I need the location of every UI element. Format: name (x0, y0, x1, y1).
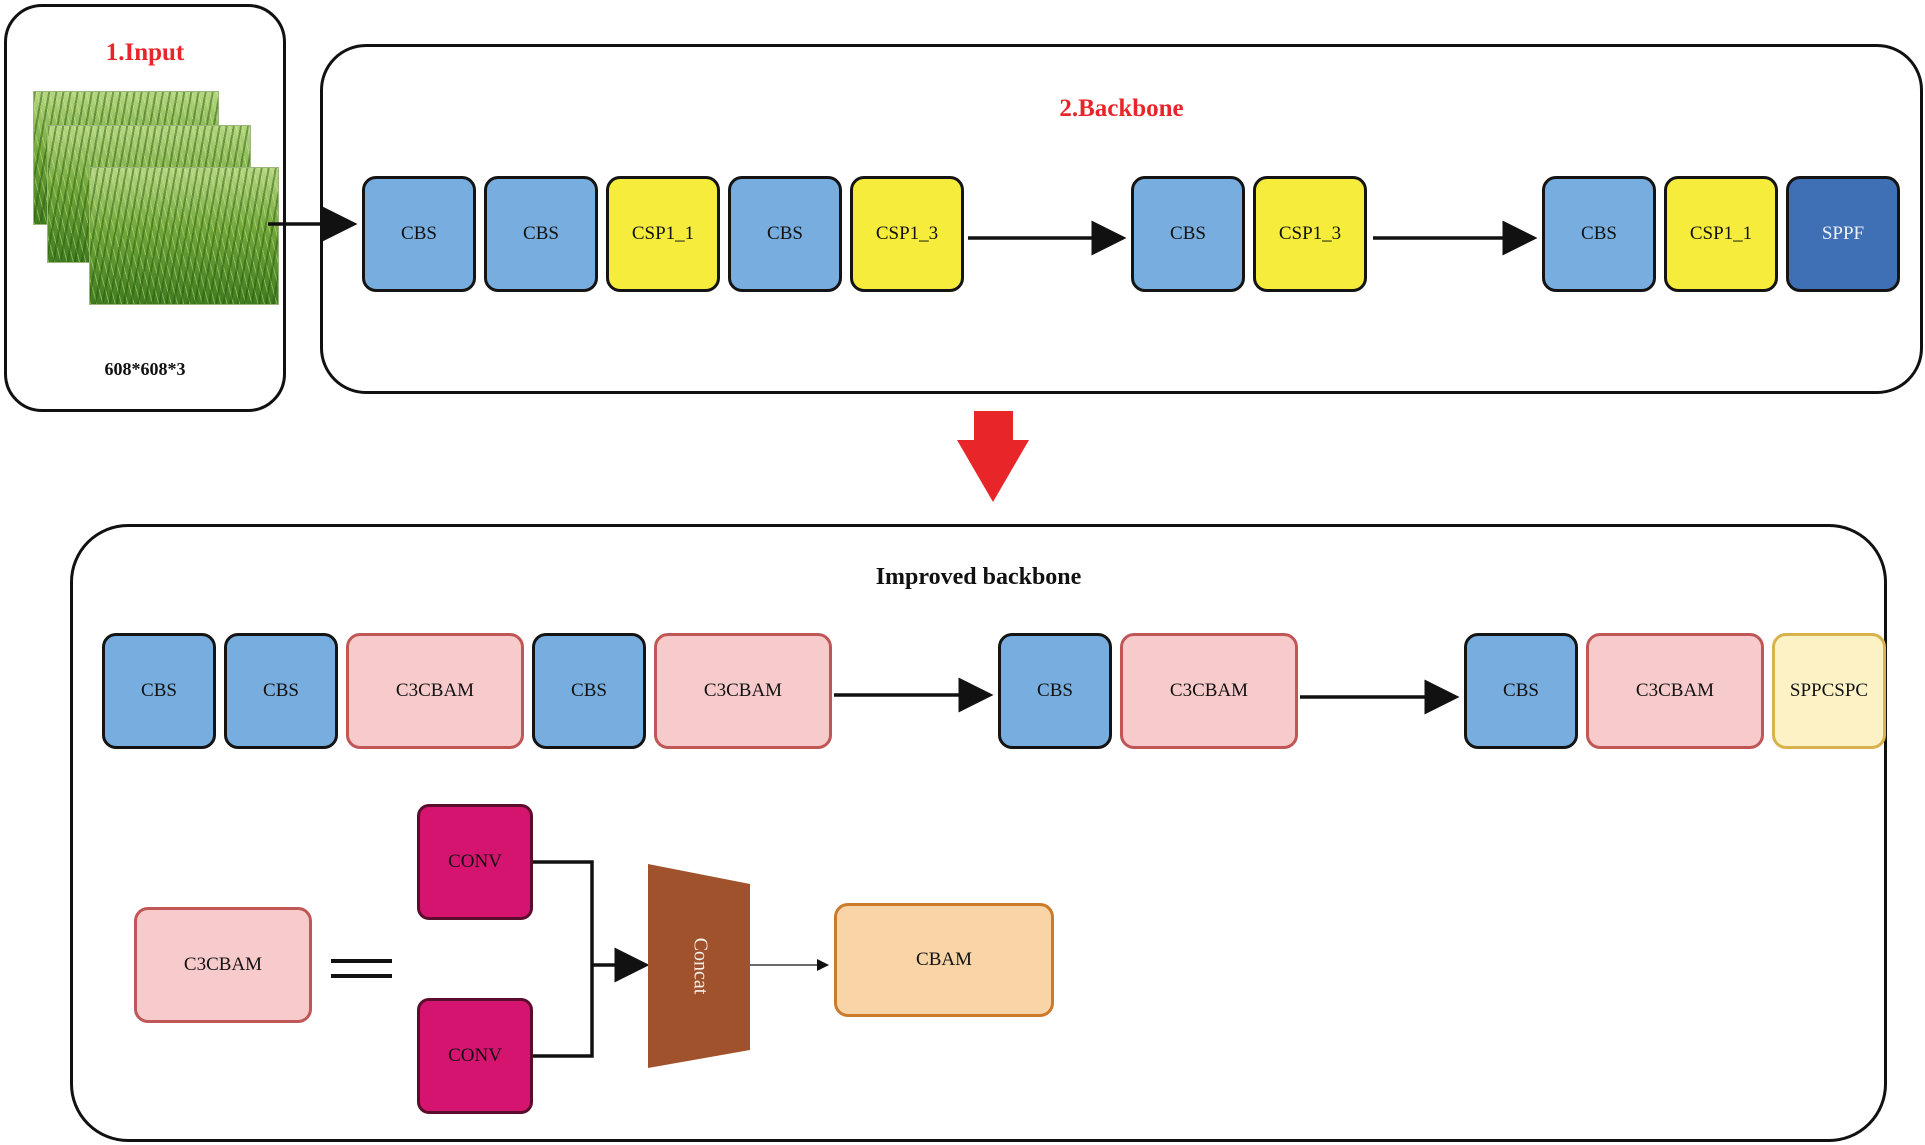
improved-backbone-panel: Improved backbone (70, 524, 1887, 1142)
backbone-block-cbs-4: CBS (1131, 176, 1245, 292)
backbone-block-cbs-5: CBS (1542, 176, 1656, 292)
improved-block-c3cbam-2: C3CBAM (654, 633, 832, 749)
input-image-front (89, 167, 279, 305)
backbone-block-csp1-1: CSP1_1 (606, 176, 720, 292)
improved-block-cbs-5: CBS (1464, 633, 1578, 749)
improved-block-c3cbam-3: C3CBAM (1120, 633, 1298, 749)
conv-block-top: CONV (417, 804, 533, 920)
improved-block-cbs-3: CBS (532, 633, 646, 749)
concat-label: Concat (689, 938, 711, 995)
connector-conv-bottom (533, 965, 594, 1058)
improved-backbone-title: Improved backbone (875, 564, 1082, 590)
backbone-block-sppf: SPPF (1786, 176, 1900, 292)
input-size-label: 608*608*3 (104, 359, 186, 379)
input-panel: 1.Input 608*608*3 (4, 4, 286, 412)
backbone-block-csp1-1b: CSP1_1 (1664, 176, 1778, 292)
cbam-block: CBAM (834, 903, 1054, 1017)
concat-block (648, 864, 750, 1068)
backbone-block-cbs-3: CBS (728, 176, 842, 292)
backbone-title: 2.Backbone (1059, 95, 1184, 122)
improved-block-cbs-1: CBS (102, 633, 216, 749)
equals-sign-lower (331, 974, 392, 978)
backbone-block-cbs-1: CBS (362, 176, 476, 292)
connector-conv-top (533, 860, 594, 965)
improved-block-c3cbam-4: C3CBAM (1586, 633, 1764, 749)
c3cbam-detail-lhs: C3CBAM (134, 907, 312, 1023)
backbone-block-cbs-2: CBS (484, 176, 598, 292)
input-title: 1.Input (105, 39, 185, 66)
equals-sign (331, 959, 392, 963)
improved-block-sppcspc: SPPCSPC (1772, 633, 1886, 749)
backbone-block-csp1-3: CSP1_3 (850, 176, 964, 292)
backbone-block-csp1-3b: CSP1_3 (1253, 176, 1367, 292)
improved-block-cbs-2: CBS (224, 633, 338, 749)
down-arrow (957, 411, 1029, 502)
improved-block-cbs-4: CBS (998, 633, 1112, 749)
conv-block-bottom: CONV (417, 998, 533, 1114)
improved-block-c3cbam-1: C3CBAM (346, 633, 524, 749)
